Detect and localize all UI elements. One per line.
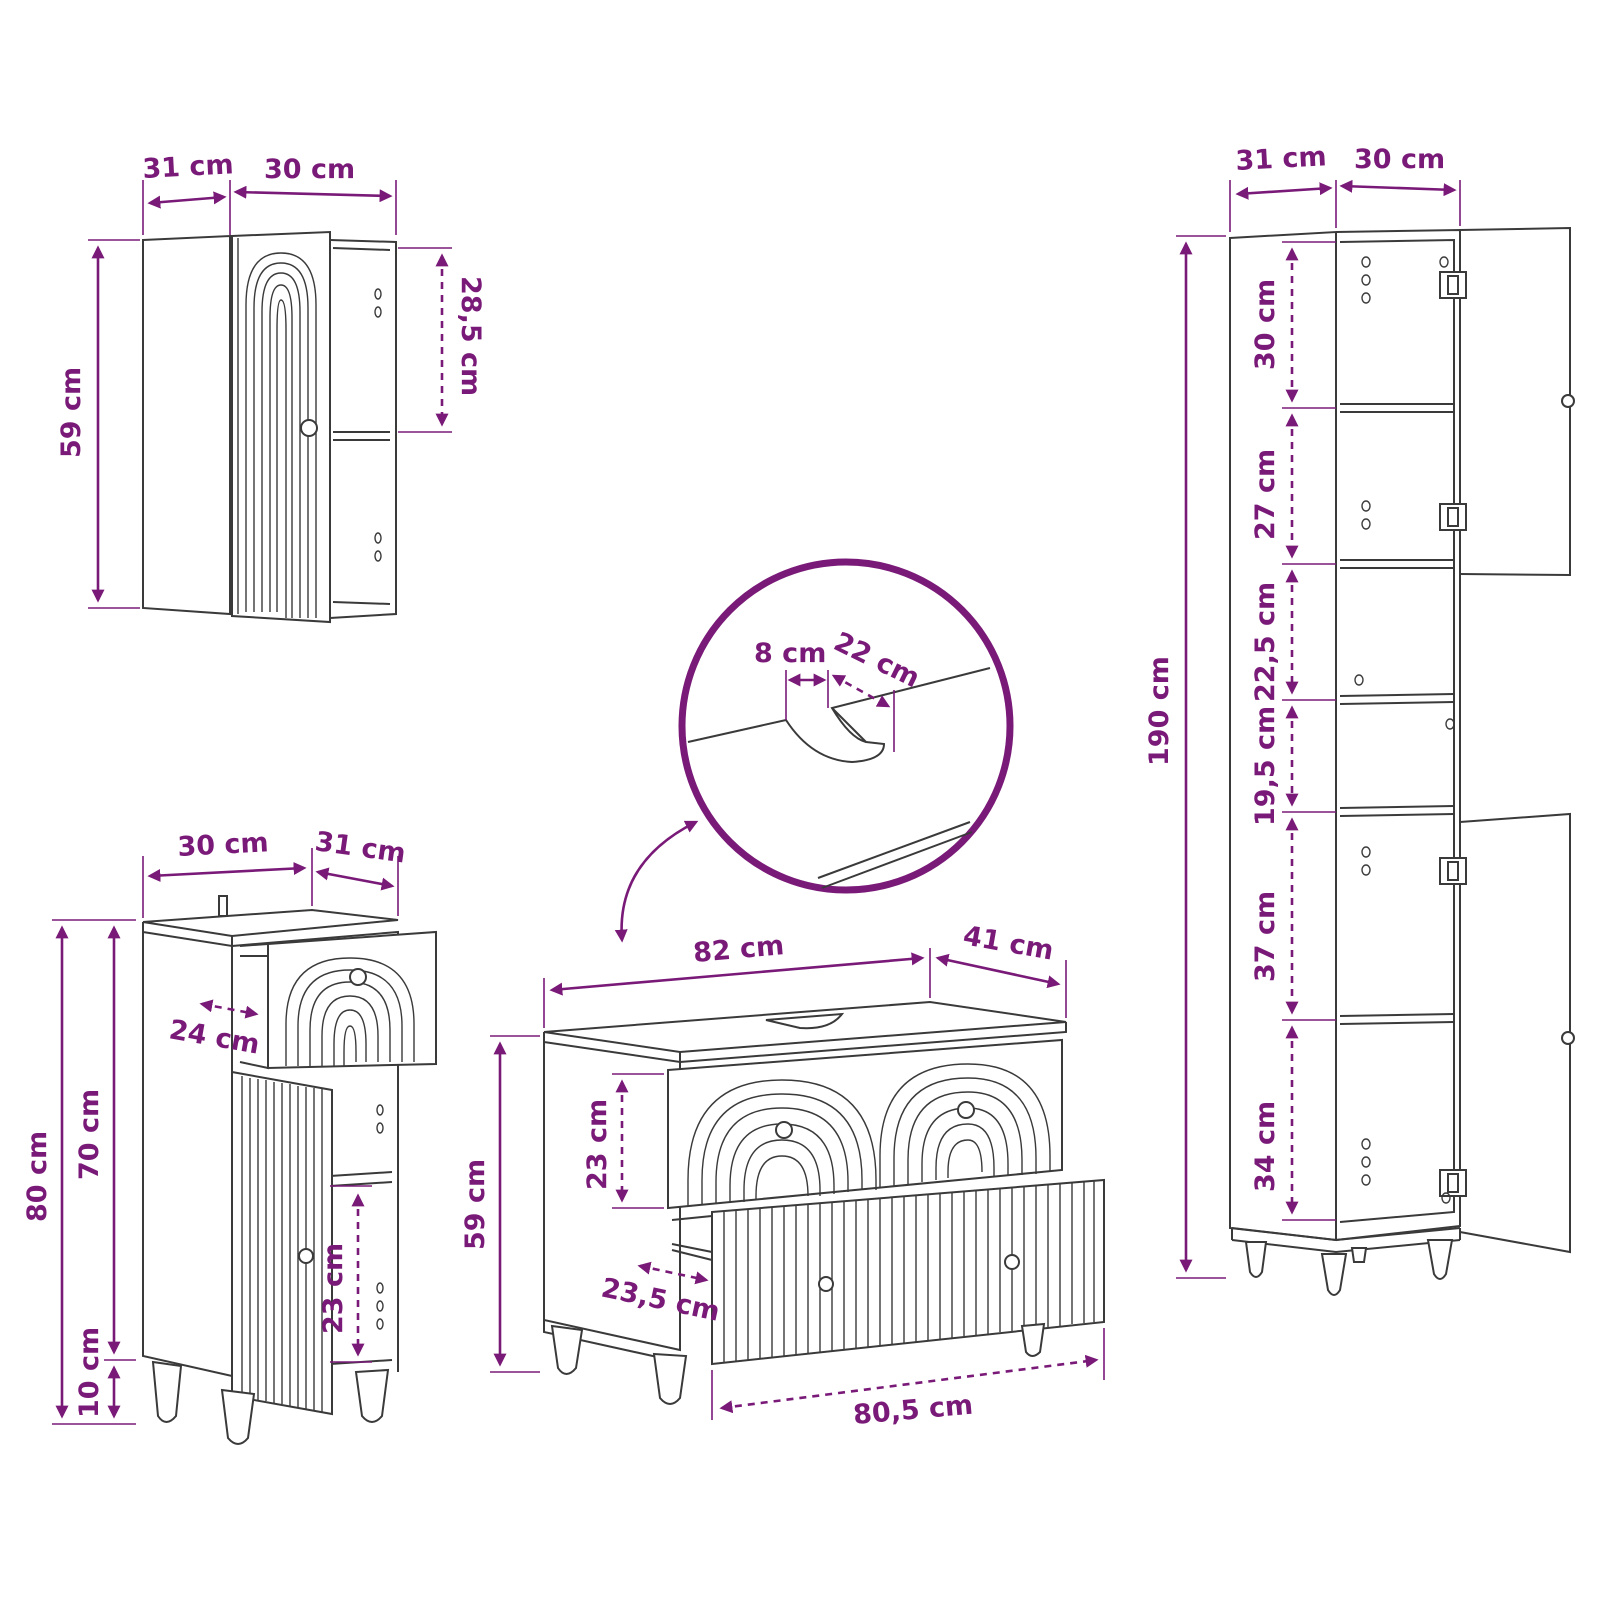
door-knob — [298, 1248, 314, 1264]
sink-drawer-height-label: 23 cm — [582, 1099, 613, 1190]
tall-compartment-5-label: 37 cm — [1250, 891, 1281, 982]
wall-width-label: 30 cm — [264, 154, 355, 185]
wall-depth-dimension-line — [147, 191, 227, 209]
wall-cabinet: 31 cm 30 cm 59 cm 28,5 cm — [56, 149, 486, 624]
zoom-circle — [678, 558, 1014, 894]
tall-cabinet: 31 cm 30 cm 190 cm 30 cm 27 cm 22,5 cm 1… — [1144, 141, 1575, 1296]
sink-width-label: 82 cm — [692, 930, 785, 969]
tall-compartment-2-label: 27 cm — [1250, 449, 1281, 540]
door-knob — [1561, 394, 1575, 408]
drawer-knob — [818, 1276, 834, 1292]
sink-depth-dimension-line — [935, 953, 1061, 989]
door-arch-pattern — [245, 252, 317, 618]
tall-compartment-4-label: 19,5 cm — [1250, 706, 1281, 826]
floor-drawer-depth-dimension-line — [199, 999, 259, 1019]
floor-width-dimension-line — [147, 862, 307, 882]
zoom-callout-arrow — [614, 820, 699, 943]
sink-height-label: 59 cm — [460, 1159, 491, 1250]
wall-shelf-label: 28,5 cm — [455, 276, 486, 396]
floor-depth-dimension-line — [315, 867, 395, 891]
notch-depth-dimension-line — [831, 674, 891, 708]
notch-width-label: 8 cm — [754, 638, 826, 669]
floor-depth-label: 31 cm — [313, 826, 408, 869]
drawer-flute-pattern — [723, 1181, 1095, 1362]
floor-inner-height-label: 23 cm — [318, 1243, 349, 1334]
drawer-knob — [349, 968, 367, 986]
floor-width-label: 30 cm — [177, 827, 270, 863]
floor-cabinet-drawing — [142, 895, 437, 1445]
wall-width-dimension-line — [233, 185, 393, 203]
floor-cabinet: 30 cm 31 cm 80 cm 70 cm 10 cm 24 cm 23 c… — [22, 826, 437, 1445]
drawer-arch-pattern — [285, 957, 415, 1066]
sink-width-dimension-line — [549, 952, 925, 996]
door-flute-pattern — [241, 1076, 323, 1412]
sink-depth-label: 41 cm — [961, 920, 1056, 966]
sink-cabinet: 82 cm 41 cm 59 cm 23 cm 23,5 cm 80,5 cm — [460, 920, 1105, 1431]
drawer-knob — [775, 1121, 793, 1139]
tall-cabinet-drawing — [1229, 226, 1575, 1296]
door-knob — [1561, 1031, 1575, 1045]
floor-total-height-label: 80 cm — [22, 1131, 53, 1222]
sink-drawer-depth-dimension-line — [637, 1261, 709, 1285]
tall-compartment-6-label: 34 cm — [1250, 1101, 1281, 1192]
tall-depth-label: 31 cm — [1235, 141, 1328, 177]
hinge-icon — [1439, 271, 1467, 1197]
drawer-knob — [957, 1101, 975, 1119]
tall-depth-dimension-line — [1235, 182, 1333, 200]
wall-cabinet-drawing — [142, 230, 397, 624]
sink-drawer-width-label: 80,5 cm — [852, 1390, 974, 1431]
tall-compartment-3-label: 22,5 cm — [1250, 582, 1281, 702]
tall-width-dimension-line — [1339, 179, 1457, 197]
tall-total-height-label: 190 cm — [1144, 656, 1175, 766]
tall-width-label: 30 cm — [1354, 144, 1445, 175]
wall-depth-label: 31 cm — [142, 149, 235, 185]
sink-cabinet-drawing — [543, 1000, 1105, 1405]
tall-compartment-1-label: 30 cm — [1250, 279, 1281, 370]
sink-drawer-width-dimension-line — [719, 1354, 1099, 1414]
floor-body-height-label: 70 cm — [74, 1089, 105, 1180]
door-knob — [300, 419, 318, 437]
notch-detail-zoom: 8 cm 22 cm — [614, 558, 1014, 943]
floor-leg-height-label: 10 cm — [74, 1327, 105, 1418]
wall-height-label: 59 cm — [56, 367, 87, 458]
floor-drawer-depth-label: 24 cm — [167, 1014, 262, 1060]
drawer-knob — [1004, 1254, 1020, 1270]
